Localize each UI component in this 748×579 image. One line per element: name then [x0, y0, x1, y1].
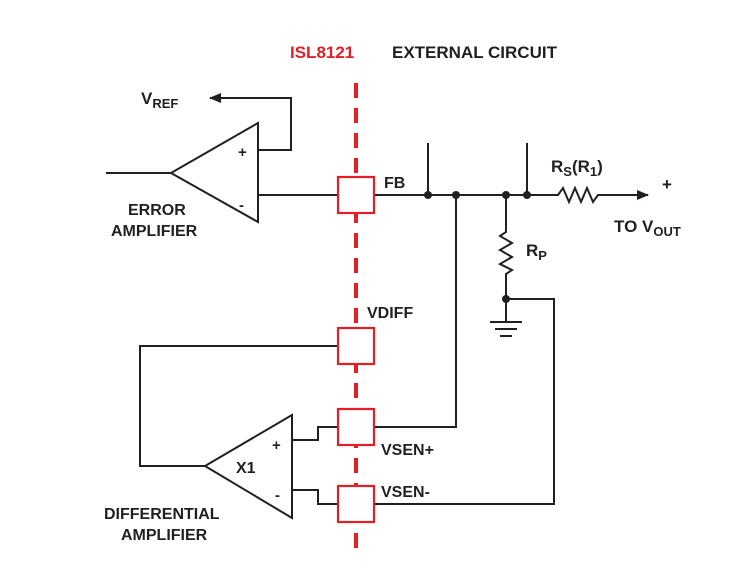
diff-amp-minus-sign: -	[275, 487, 280, 504]
vref-label: VREF	[141, 89, 178, 111]
diff-amp-gain-label: X1	[236, 460, 256, 477]
vsen-minus-return-wire	[374, 298, 555, 505]
vsen-plus-pin	[336, 407, 376, 447]
vout-plus-sign: +	[662, 175, 672, 194]
junction-dot	[424, 191, 432, 199]
rs-label: RS(R1)	[551, 157, 603, 179]
error-amp-minus-sign: -	[239, 197, 244, 214]
vdiff-pin	[336, 326, 376, 366]
diff-amp-label-line1: DIFFERENTIAL	[104, 506, 220, 523]
chip-name-label: ISL8121	[290, 43, 354, 62]
error-amp-plus-sign: +	[238, 144, 247, 161]
to-vout-label: TO VOUT	[614, 217, 681, 239]
vref-feedback-wire	[209, 93, 292, 151]
vsen-minus-label: VSEN-	[381, 484, 430, 501]
error-amplifier-symbol	[168, 121, 259, 224]
rp-resistor	[497, 195, 514, 299]
diff-amp-plus-input-wire	[292, 426, 338, 441]
vdiff-label: VDIFF	[367, 305, 413, 322]
differential-amplifier-symbol	[203, 413, 293, 520]
rp-label: RP	[526, 241, 547, 263]
vsen-plus-label: VSEN+	[381, 442, 434, 459]
fb-pin	[336, 175, 376, 215]
junction-dot	[523, 191, 531, 199]
vdiff-output-wire	[139, 345, 338, 467]
error-amp-label-line1: ERROR	[128, 202, 186, 219]
diff-amp-label-line2: AMPLIFIER	[121, 527, 208, 544]
vsen-minus-pin	[336, 484, 376, 524]
rs-resistor	[548, 185, 600, 205]
vsen-plus-wire	[374, 195, 457, 428]
diff-amp-minus-input-wire	[292, 489, 338, 505]
diff-amp-plus-sign: +	[272, 437, 281, 454]
error-amp-label-line2: AMPLIFIER	[111, 223, 198, 240]
fb-label: FB	[384, 175, 405, 192]
external-circuit-label: EXTERNAL CIRCUIT	[392, 43, 558, 62]
